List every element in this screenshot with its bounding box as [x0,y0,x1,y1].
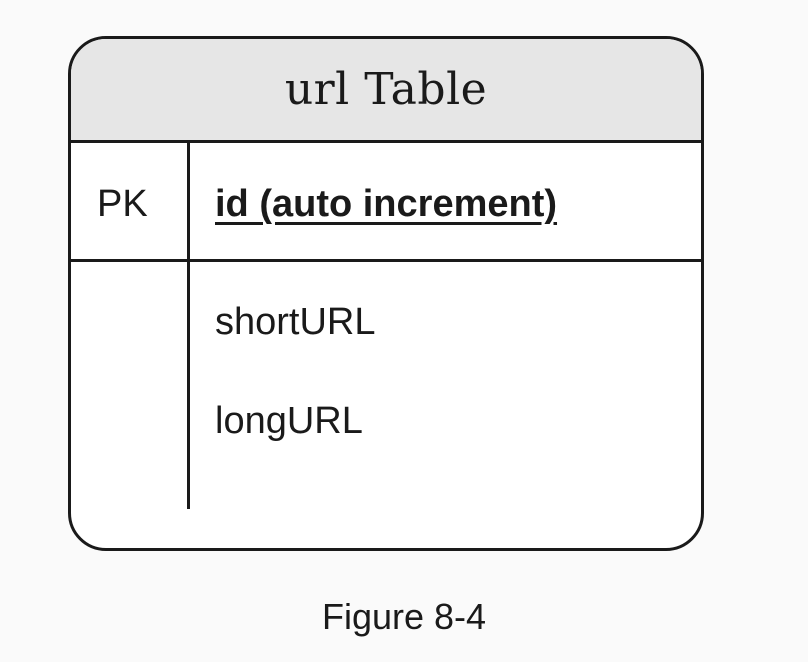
field-short-url: shortURL [215,301,376,343]
figure-caption: Figure 8-4 [321,596,487,637]
table-title: url Table [284,64,488,115]
url-table-entity: url Table PK id (auto increment) shortUR… [68,36,704,551]
key-section-divider [71,259,701,262]
table-header: url Table [71,39,701,143]
primary-key-label: PK [97,183,148,225]
field-long-url: longURL [215,400,363,442]
column-divider [187,143,190,509]
primary-key-field: id (auto increment) [215,183,558,225]
